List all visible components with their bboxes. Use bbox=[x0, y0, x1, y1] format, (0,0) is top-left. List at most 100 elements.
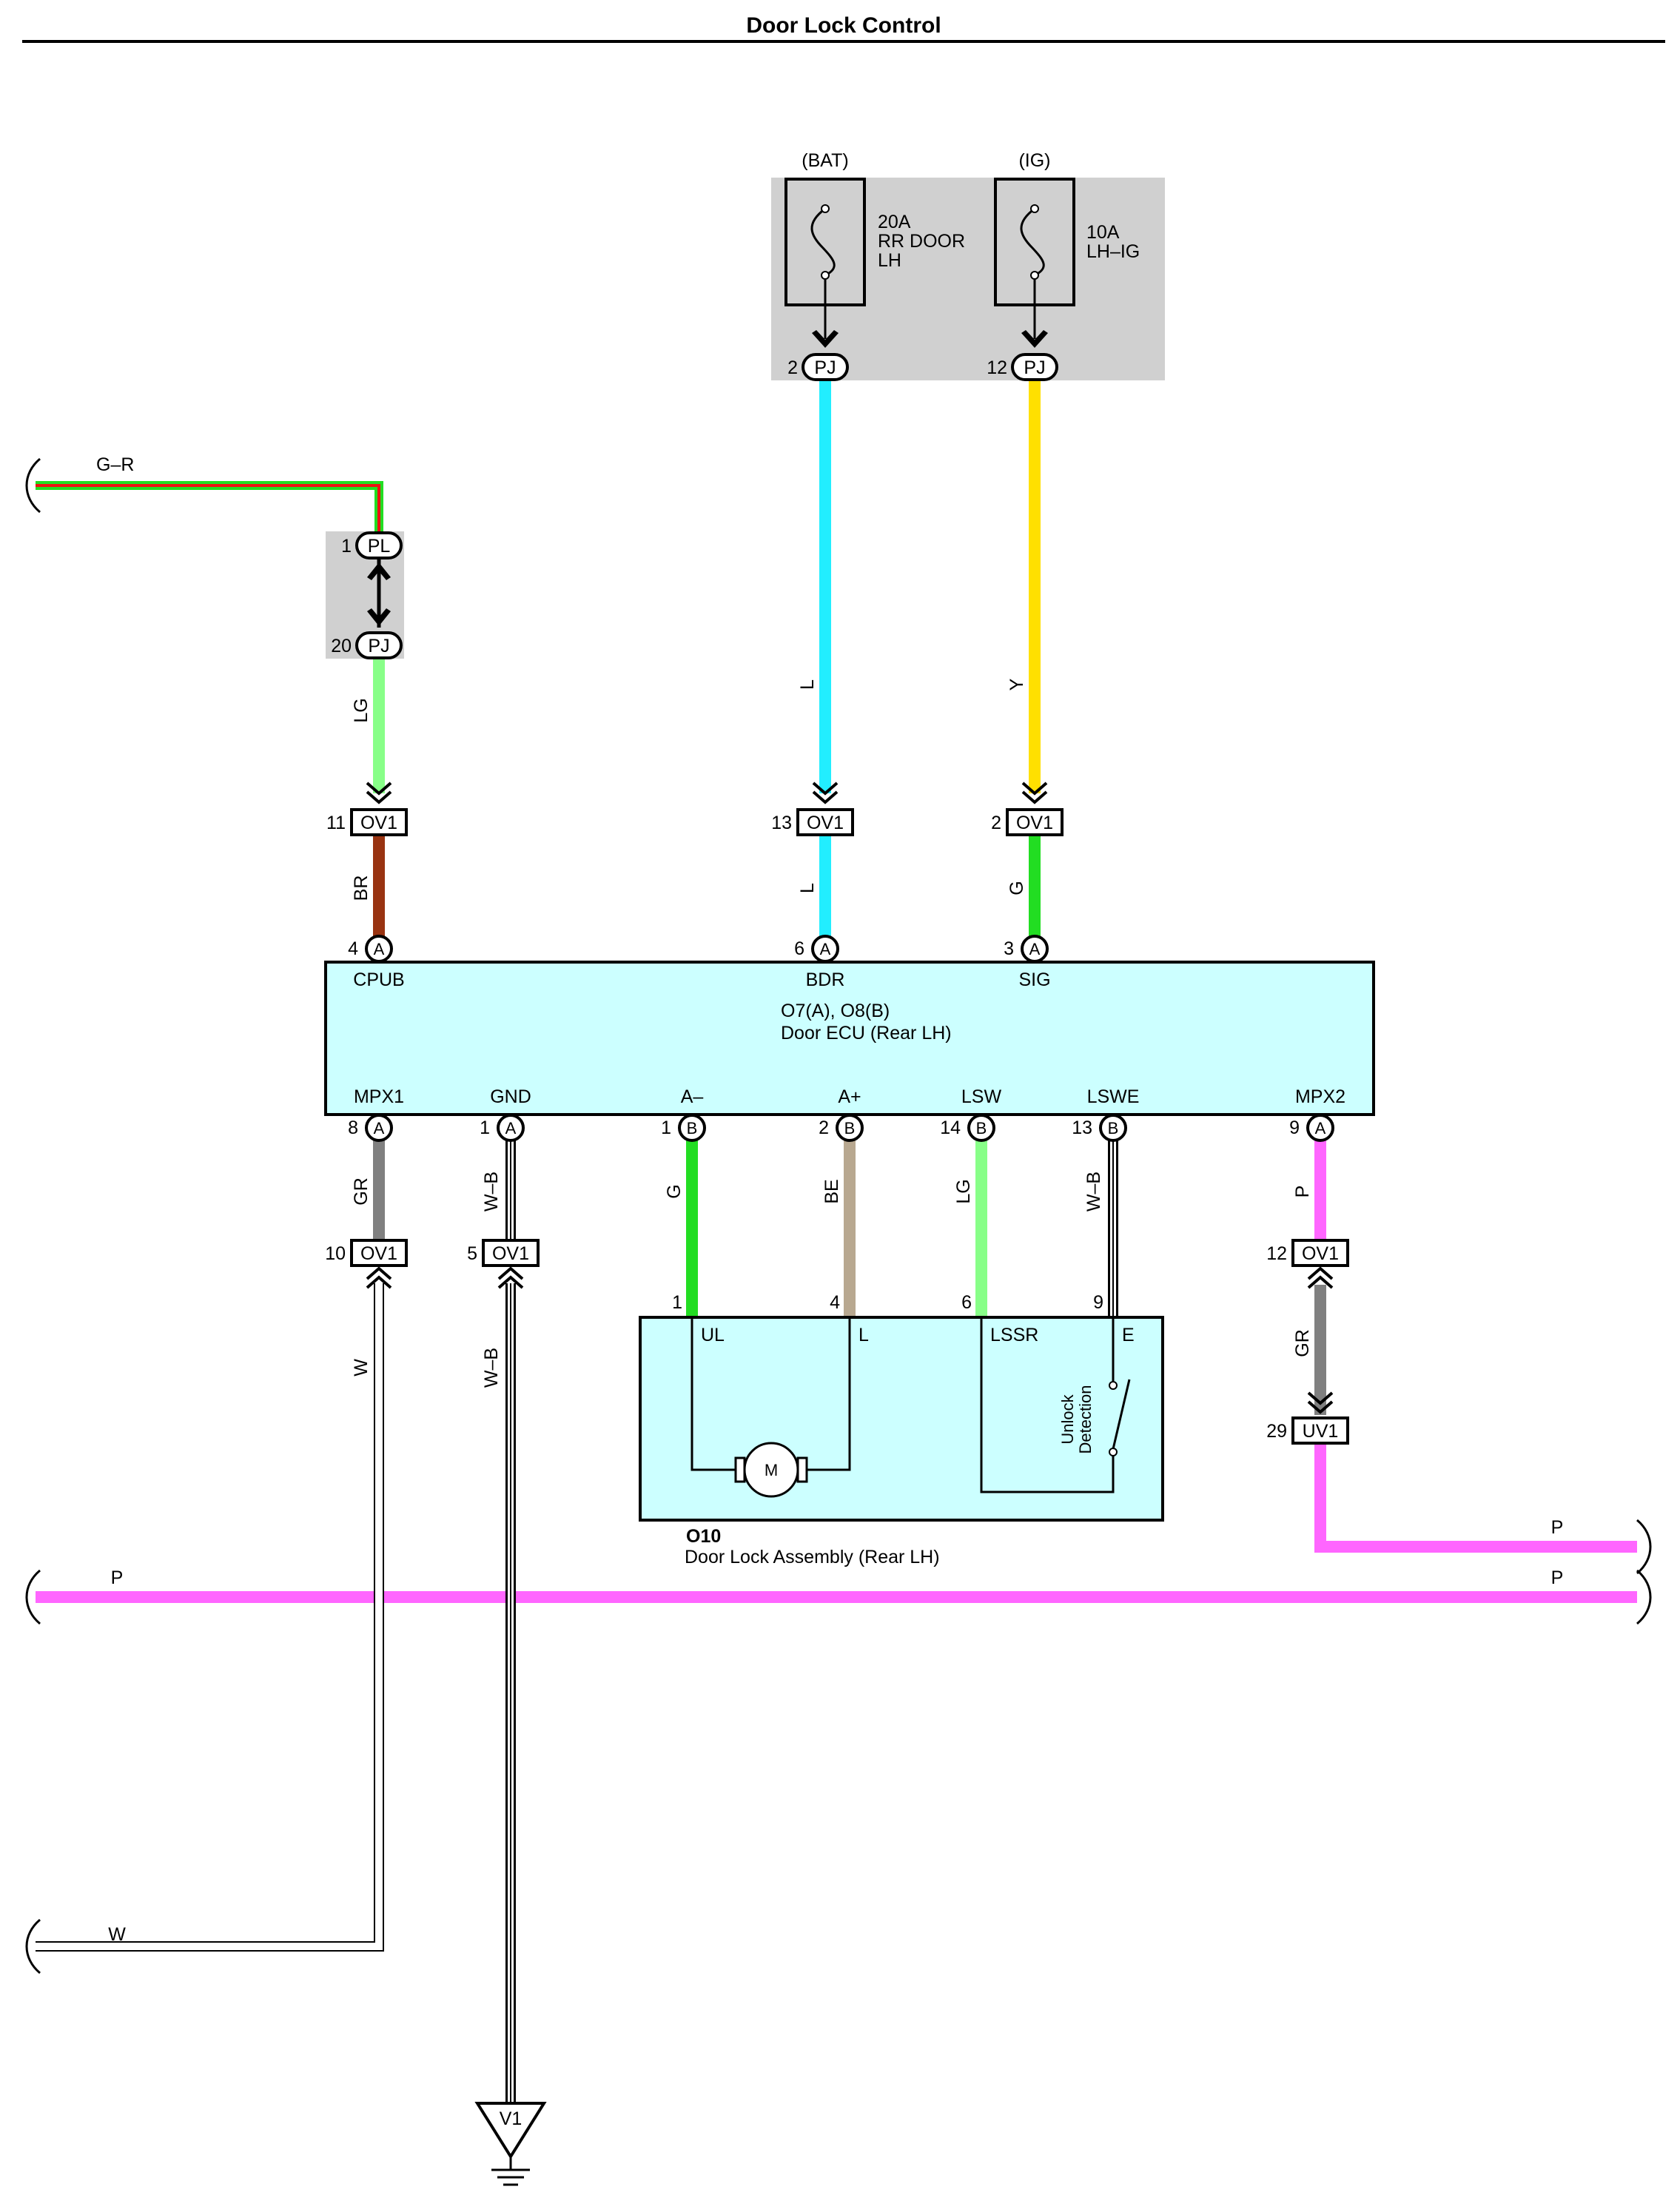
ecu-pin-a-plus: A+ B 2 bbox=[819, 1086, 864, 1142]
switch-contact bbox=[1109, 1448, 1118, 1456]
ground-connector bbox=[474, 2102, 547, 2160]
fuse-element-icon bbox=[1020, 207, 1045, 277]
svg-text:OV1: OV1 bbox=[360, 1243, 397, 1264]
fuse-terminal bbox=[821, 204, 830, 213]
motor-brush bbox=[796, 1456, 808, 1483]
svg-text:13: 13 bbox=[771, 813, 792, 833]
chevron-down-icon bbox=[366, 782, 392, 804]
fuse2-rating: 10A bbox=[1086, 222, 1120, 243]
connector-ov1: OV1 2 bbox=[991, 808, 1064, 836]
wire-code-lg-lsw: LG bbox=[953, 1179, 974, 1203]
svg-text:8: 8 bbox=[348, 1118, 358, 1138]
door-ecu bbox=[324, 961, 1375, 1116]
connector-uv1: UV1 29 bbox=[1266, 1416, 1349, 1445]
connector-arrow-icon bbox=[1021, 330, 1048, 348]
svg-text:PJ: PJ bbox=[368, 636, 389, 656]
svg-text:PL: PL bbox=[368, 536, 391, 557]
svg-text:OV1: OV1 bbox=[1302, 1243, 1339, 1264]
svg-text:20: 20 bbox=[331, 636, 352, 656]
fuse-element-icon bbox=[810, 207, 836, 277]
ground-icon bbox=[491, 2157, 530, 2186]
lock-pin-ul: UL bbox=[701, 1325, 725, 1345]
svg-text:12: 12 bbox=[987, 357, 1007, 378]
door-lock-assembly bbox=[639, 1316, 1164, 1522]
connector-ov1: OV1 11 bbox=[326, 808, 408, 836]
fuse1-name-2: LH bbox=[878, 250, 901, 271]
ground-label: V1 bbox=[500, 2108, 523, 2129]
wire-break-icon bbox=[1636, 1569, 1652, 1625]
svg-text:OV1: OV1 bbox=[1016, 813, 1053, 833]
chevron-down-icon bbox=[1021, 782, 1048, 804]
ecu-pin-gnd: GND A 1 bbox=[480, 1086, 531, 1142]
svg-text:3: 3 bbox=[1004, 938, 1014, 959]
wire-code-w-b-lower: W–B bbox=[481, 1348, 502, 1388]
lock-pin-6-num: 6 bbox=[961, 1292, 972, 1313]
connector-pj-junction: PJ 20 bbox=[331, 631, 403, 659]
svg-text:A: A bbox=[374, 1119, 385, 1137]
wire-code-l: L bbox=[797, 679, 818, 690]
svg-text:B: B bbox=[976, 1119, 987, 1137]
svg-text:SIG: SIG bbox=[1018, 969, 1050, 990]
wire-code-p-bus-right: P bbox=[1551, 1567, 1564, 1588]
ecu-pin-lswe: LSWE B 13 bbox=[1072, 1086, 1139, 1142]
ecu-pin-mpx2: MPX2 A 9 bbox=[1289, 1086, 1345, 1142]
svg-text:5: 5 bbox=[467, 1243, 477, 1264]
lock-pin-l: L bbox=[859, 1325, 869, 1345]
chevron-up-icon bbox=[497, 1266, 524, 1289]
wire-code-w-b-lswe: W–B bbox=[1083, 1172, 1104, 1211]
wire-crossing bbox=[374, 1588, 516, 1606]
wire-g-r bbox=[36, 481, 383, 549]
wire-code-l-bdr: L bbox=[797, 883, 818, 893]
connector-pj-bat: PJ 2 bbox=[787, 353, 849, 381]
svg-text:2: 2 bbox=[819, 1118, 829, 1138]
svg-text:10: 10 bbox=[325, 1243, 346, 1264]
switch-contact bbox=[1109, 1381, 1118, 1390]
fuse-terminal bbox=[821, 271, 830, 280]
motor-icon bbox=[743, 1442, 799, 1498]
svg-text:A: A bbox=[1029, 940, 1041, 958]
lock-pin-e: E bbox=[1122, 1325, 1135, 1345]
switch-label-1: Unlock bbox=[1058, 1394, 1077, 1444]
svg-text:CPUB: CPUB bbox=[353, 969, 404, 990]
wire-code-w: W bbox=[351, 1359, 372, 1377]
wire-code-g-r: G–R bbox=[96, 454, 134, 475]
svg-text:PJ: PJ bbox=[814, 357, 836, 378]
motor-circuit bbox=[691, 1317, 851, 1471]
ecu-pin-cpub: A 4 CPUB bbox=[348, 935, 405, 990]
svg-text:6: 6 bbox=[794, 938, 804, 959]
ig-label: (IG) bbox=[1018, 150, 1050, 171]
chevron-down-icon bbox=[812, 782, 839, 804]
svg-text:29: 29 bbox=[1266, 1421, 1287, 1442]
connector-ov1: OV1 5 bbox=[467, 1239, 540, 1267]
motor-label: M bbox=[765, 1461, 778, 1479]
svg-text:2: 2 bbox=[787, 357, 798, 378]
connector-pl: PL 1 bbox=[341, 531, 403, 559]
connector-ov1: OV1 13 bbox=[771, 808, 854, 836]
lock-code: O10 bbox=[686, 1526, 721, 1547]
wire-break-icon bbox=[1636, 1519, 1652, 1575]
svg-text:11: 11 bbox=[326, 813, 346, 833]
ecu-pin-a-minus: A– B 1 bbox=[661, 1086, 706, 1142]
wire-code-g: G bbox=[664, 1184, 685, 1198]
svg-text:A: A bbox=[505, 1119, 517, 1137]
chevron-down-icon bbox=[1307, 1391, 1334, 1414]
ecu-pin-mpx1: MPX1 A 8 bbox=[348, 1086, 404, 1142]
svg-text:1: 1 bbox=[661, 1118, 671, 1138]
svg-text:GND: GND bbox=[490, 1086, 531, 1107]
svg-text:A: A bbox=[374, 940, 385, 958]
wire-code-lg: LG bbox=[351, 698, 372, 722]
ecu-pin-lsw: LSW B 14 bbox=[940, 1086, 1001, 1142]
wire-code-w-b: W–B bbox=[481, 1172, 502, 1211]
page-title: Door Lock Control bbox=[746, 13, 941, 38]
switch-circuit bbox=[980, 1317, 1115, 1493]
connector-ov1: OV1 12 bbox=[1266, 1239, 1349, 1267]
wire-p-right bbox=[1314, 1443, 1637, 1553]
arrow-up-icon bbox=[367, 562, 391, 580]
svg-text:MPX2: MPX2 bbox=[1295, 1086, 1345, 1107]
wire-code-be: BE bbox=[821, 1179, 842, 1203]
ecu-pin-bdr: A 6 BDR bbox=[794, 935, 844, 990]
arrow-down-icon bbox=[367, 608, 391, 626]
fuse2-name: LH–IG bbox=[1086, 241, 1140, 262]
chevron-up-icon bbox=[366, 1266, 392, 1289]
